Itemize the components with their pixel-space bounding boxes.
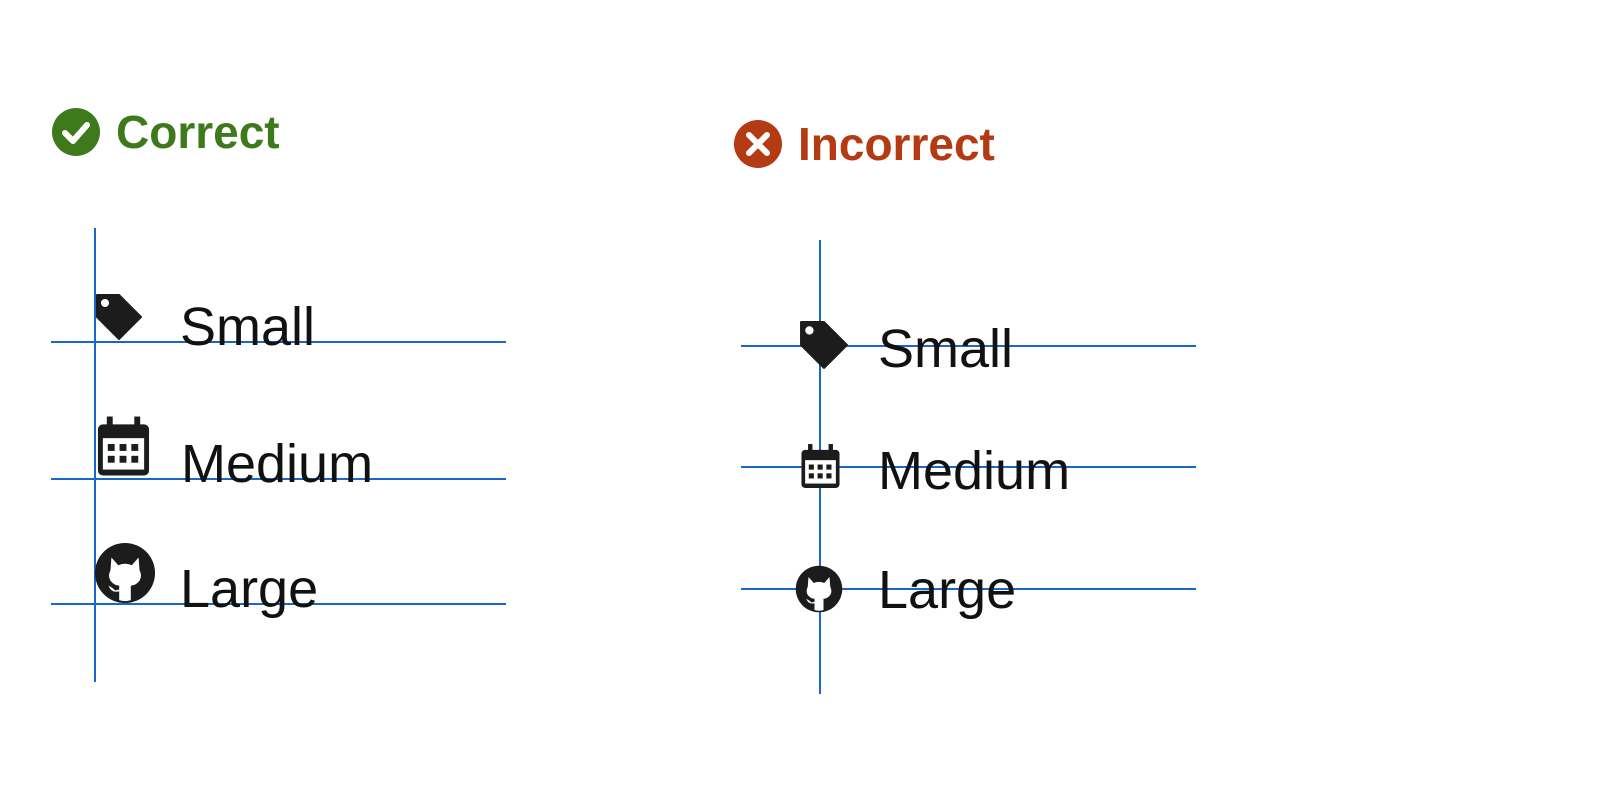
baseline-guide	[51, 341, 506, 343]
incorrect-heading-label: Incorrect	[798, 118, 995, 170]
correct-heading-label: Correct	[116, 106, 280, 158]
correct-heading: Correct	[52, 108, 280, 156]
centerline-guide	[741, 345, 1196, 347]
calendar-icon	[801, 444, 840, 488]
baseline-guide	[51, 478, 506, 480]
centerline-guide	[741, 588, 1196, 590]
github-icon	[94, 542, 156, 604]
row-label-medium: Medium	[181, 433, 374, 494]
row-label-small: Small	[878, 318, 1014, 379]
row-label-large: Large	[878, 559, 1017, 620]
tag-icon	[96, 294, 142, 340]
icon-alignment-guide	[94, 228, 96, 682]
check-circle-icon	[52, 108, 100, 156]
incorrect-example-panel: Incorrect Small Medium Large	[720, 0, 1600, 800]
github-icon	[795, 565, 843, 613]
row-label-medium: Medium	[878, 440, 1071, 501]
incorrect-heading: Incorrect	[734, 120, 995, 168]
correct-example-panel: Correct Small Medium Large	[0, 0, 720, 800]
calendar-icon	[97, 416, 150, 476]
row-label-small: Small	[180, 296, 316, 357]
baseline-guide	[51, 603, 506, 605]
centerline-guide	[741, 466, 1196, 468]
row-label-large: Large	[180, 558, 319, 619]
tag-icon	[800, 321, 848, 369]
x-circle-icon	[734, 120, 782, 168]
